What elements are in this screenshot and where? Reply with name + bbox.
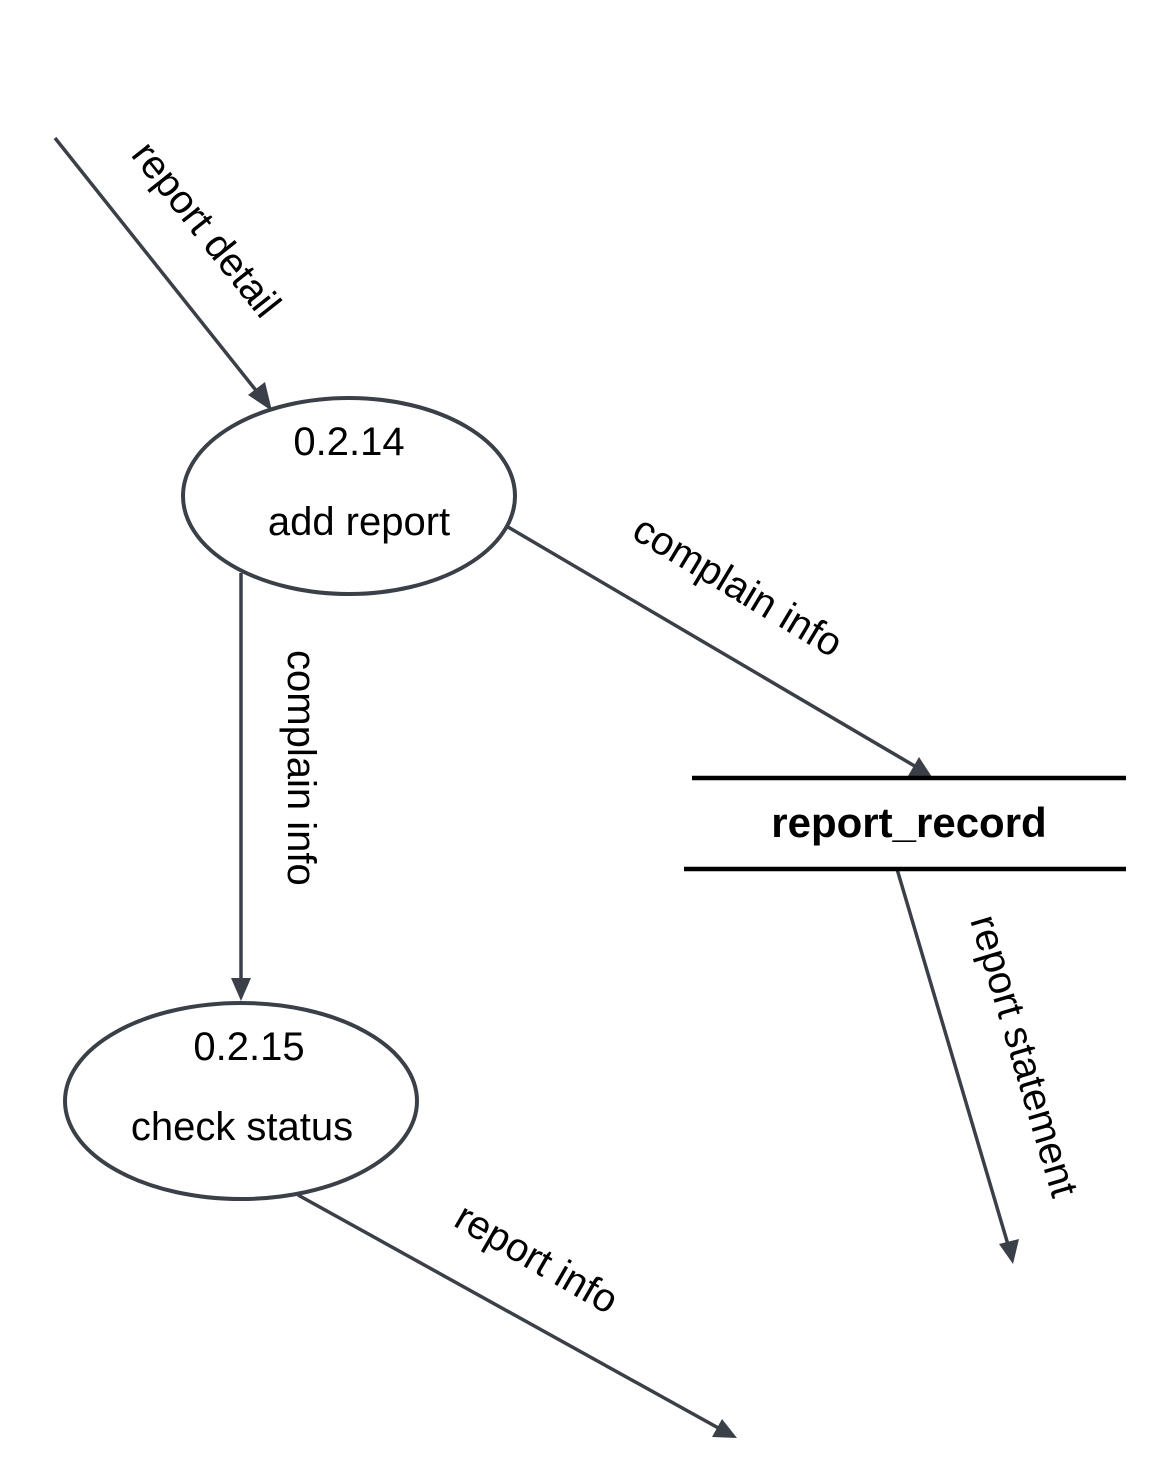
flow-complain-info-store-arrowhead: [908, 757, 932, 777]
process-add-report-number: 0.2.14: [293, 420, 404, 464]
process-add-report[interactable]: 0.2.14 add report: [181, 396, 517, 596]
process-add-report-name: add report: [268, 500, 450, 544]
flow-complain-info-to-store: complain info: [507, 507, 932, 777]
flow-report-info-arrowhead: [712, 1419, 737, 1438]
flow-complain-info-store-line: [507, 525, 919, 770]
flow-report-detail-label: report detail: [123, 133, 289, 326]
flow-complain-info-check-arrowhead: [231, 978, 251, 1001]
data-store-label: report_record: [771, 799, 1046, 846]
flow-complain-info-store-label: complain info: [625, 507, 850, 666]
data-store-report-record[interactable]: report_record: [684, 775, 1126, 872]
process-check-status-name: check status: [131, 1105, 353, 1149]
flow-complain-info-to-check: complain info: [231, 573, 323, 1001]
flow-report-statement-label: report statement: [961, 910, 1086, 1202]
process-check-status-shape[interactable]: [63, 1001, 419, 1201]
process-check-status[interactable]: 0.2.15 check status: [63, 1001, 419, 1201]
flow-report-info: report info: [297, 1193, 737, 1438]
flow-report-detail-arrowhead: [248, 382, 272, 411]
flow-report-statement-line: [895, 868, 1011, 1249]
flow-report-statement: report statement: [895, 868, 1086, 1264]
flow-report-detail-line: [53, 136, 264, 400]
process-add-report-shape[interactable]: [181, 396, 517, 596]
process-check-status-number: 0.2.15: [193, 1025, 304, 1069]
flow-report-info-line: [297, 1193, 723, 1432]
flow-report-info-label: report info: [448, 1195, 626, 1323]
flow-report-detail: report detail: [53, 133, 289, 411]
flow-report-statement-arrowhead: [999, 1239, 1019, 1264]
flow-complain-info-check-label: complain info: [279, 650, 323, 886]
